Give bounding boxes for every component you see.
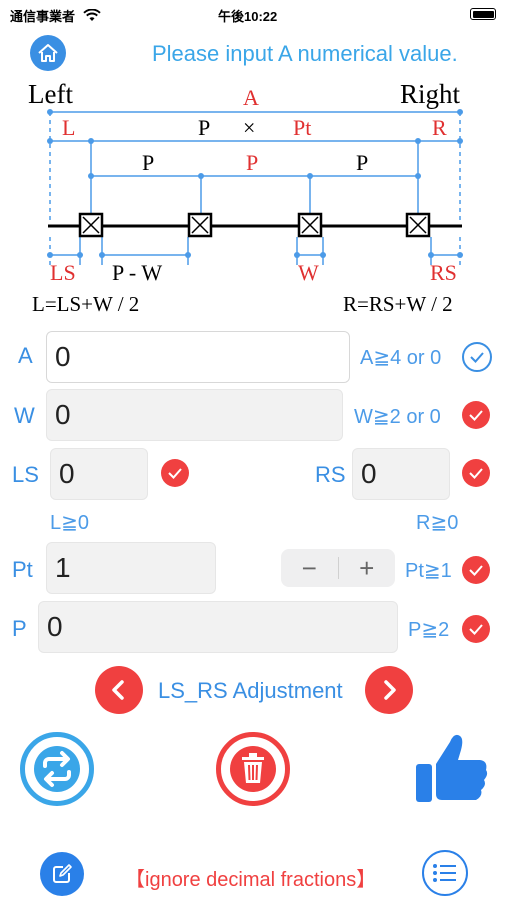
pt-rule: Pt≧1 [405,560,452,582]
adjust-prev-button[interactable] [95,666,143,714]
a-rule: A≧4 or 0 [360,347,442,369]
diagram-p-label: P [198,115,210,140]
w-label: W [14,403,35,428]
rs-label: RS [315,462,346,487]
ls-label: LS [12,462,39,487]
diagram: Left Right A [28,79,463,316]
diagram-r-label: R [432,115,447,140]
home-button[interactable] [30,35,66,71]
adjust-label: LS_RS Adjustment [158,678,343,703]
swap-button[interactable] [20,732,94,806]
list-icon [433,864,456,882]
formula-right: R=RS+W / 2 [343,292,453,316]
diagram-right-label: Right [400,79,461,109]
thumbs-up-icon [416,734,488,802]
ls-check-icon [161,459,189,487]
a-label: A [18,343,33,368]
diagram-times-label: × [243,115,255,140]
swap-icon [34,746,80,792]
diagram-l-label: L [62,115,75,140]
menu-button[interactable] [422,850,468,896]
pt-label: Pt [12,557,33,582]
diagram-p3-label: P [356,150,368,175]
a-input[interactable]: 0 [46,331,350,383]
w-check-icon [462,401,490,429]
rs-input[interactable]: 0 [352,448,450,500]
pt-minus-button[interactable]: − [301,552,317,583]
pt-input[interactable]: 1 [46,542,216,594]
pt-plus-button[interactable]: + [359,552,375,583]
ls-hint: L≧0 [50,512,90,534]
carrier-text: 通信事業者 [10,9,76,24]
p-label: P [12,616,27,641]
wifi-icon [82,8,101,21]
rs-check-icon [462,459,490,487]
prompt-text: Please input A numerical value. [152,41,458,66]
calculate-button[interactable] [412,728,492,813]
w-rule: W≧2 or 0 [354,406,441,428]
rs-hint: R≧0 [416,512,459,534]
diagram-ls-label: LS [50,260,76,285]
diagram-pw-label: P - W [112,260,162,285]
edit-button[interactable] [40,852,84,896]
diagram-p2-label: P [246,150,258,175]
p-rule: P≧2 [408,619,450,641]
edit-icon [53,864,72,883]
carrier-label: 通信事業者 [10,6,101,25]
footer-note: 【ignore decimal fractions】 [125,869,377,891]
chevron-left-icon [112,680,124,700]
status-time: 午後10:22 [218,9,278,24]
diagram-w-label: W [298,260,319,285]
diagram-left-label: Left [28,79,73,109]
adjust-next-button[interactable] [365,666,413,714]
diagram-p1-label: P [142,150,154,175]
battery-icon [470,8,496,20]
delete-button[interactable] [216,732,290,806]
formula-left: L=LS+W / 2 [32,292,139,316]
w-input[interactable]: 0 [46,389,343,441]
trash-icon [230,746,276,792]
a-check-icon [462,342,492,372]
diagram-rs-label: RS [430,260,457,285]
diagram-a-label: A [243,85,259,110]
diagram-pt-label: Pt [293,115,311,140]
home-icon [38,44,58,62]
pt-stepper[interactable]: − + [281,549,395,587]
p-input[interactable]: 0 [38,601,398,653]
p-check-icon [462,615,490,643]
chevron-right-icon [384,680,396,700]
ls-input[interactable]: 0 [50,448,148,500]
pt-check-icon [462,556,490,584]
